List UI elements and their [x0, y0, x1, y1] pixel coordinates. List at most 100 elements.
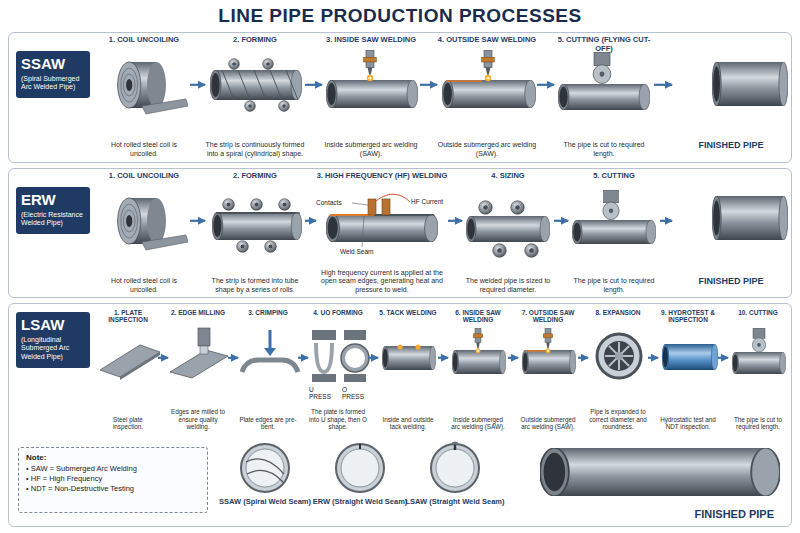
process-step: 4. UO FORMINGThe plate is formed into U …	[308, 309, 368, 431]
uo-press	[344, 374, 366, 382]
process-step: 3. HIGH FREQUENCY (HF) WELDING High frequ…	[316, 172, 448, 294]
steel-plate	[120, 352, 160, 380]
outside-saw-welding	[522, 328, 576, 374]
step-heading: 9. HYDROTEST & INSPECTION	[658, 309, 718, 324]
process-arrow	[654, 84, 672, 86]
step-heading: 6. INSIDE SAW WELDING	[448, 309, 508, 324]
roll-forming	[216, 212, 300, 213]
pipe-cutting	[572, 220, 656, 244]
hf-welding	[376, 194, 410, 202]
ssaw-cross-section	[247, 470, 283, 482]
uo-press	[312, 330, 369, 382]
process-arrow	[554, 220, 568, 222]
process-arrow	[305, 84, 322, 86]
note-line: • SAW = Submerged Arc Welding	[26, 464, 200, 474]
process-step: 7. OUTSIDE SAW WELDINGOutside submerged …	[518, 309, 578, 431]
sizing-mill	[511, 201, 525, 215]
step-description: The welded pipe is sized to required dia…	[462, 277, 554, 294]
process-step: 3. INSIDE SAW WELDINGInside submerged ar…	[322, 36, 420, 158]
step-heading: 5. CUTTING (FLYING CUT-OFF)	[554, 36, 654, 53]
band-label-box: SSAW(Spiral Submerged Arc Welded Pipe)	[16, 51, 90, 98]
step-description: Inside submerged arc welding (SAW).	[322, 141, 420, 158]
erw-cross-section	[336, 444, 384, 492]
spiral-forming	[210, 70, 302, 100]
process-arrow	[228, 357, 238, 359]
process-step: 8. EXPANSION Pipe is expanded to correct …	[588, 309, 648, 431]
process-band: LSAW(Longitudinal Submerged Arc Welded P…	[8, 303, 792, 527]
hf-welding	[330, 214, 374, 216]
process-arrow	[158, 357, 168, 359]
roll-forming	[265, 241, 277, 253]
lsaw-cross-section	[431, 444, 479, 492]
crimping	[269, 330, 272, 349]
pipe-expander	[615, 352, 623, 360]
roll-forming	[212, 199, 302, 253]
spiral-forming	[238, 70, 250, 100]
flying-cut-off	[593, 52, 611, 83]
hf-welding	[368, 199, 376, 215]
spiral-forming	[270, 70, 282, 100]
edge-milling	[198, 328, 210, 346]
tack-welding	[416, 345, 421, 350]
roll-forming	[237, 241, 249, 253]
process-step: 5. CUTTING (FLYING CUT-OFF) The pipe is c…	[554, 36, 654, 158]
step-description: Pipe is expanded to correct diameter and…	[588, 408, 648, 431]
pipe-expander	[609, 346, 629, 366]
spiral-forming	[245, 101, 256, 112]
pipe-expander	[604, 341, 634, 371]
step-description: Outside submerged arc welding (SAW).	[437, 141, 537, 158]
crimping	[242, 360, 298, 372]
erw-cross-section	[359, 444, 361, 449]
uo-press	[343, 346, 367, 370]
erw-cross-section	[341, 449, 379, 487]
hf-welding	[326, 214, 438, 242]
lsaw-cross-section	[452, 442, 458, 445]
ssaw-cross-section	[246, 449, 284, 487]
step-description: Plate edges are pre-bent.	[238, 416, 298, 431]
outside-saw-welding	[442, 80, 536, 108]
steel-coil	[118, 198, 188, 250]
callout-label: Weld Seam	[340, 248, 384, 255]
inside-saw-welding	[326, 50, 418, 108]
step-heading: 7. OUTSIDE SAW WELDING	[518, 309, 578, 324]
step-description: High frequency current is applied at the…	[316, 269, 448, 294]
step-heading: 5. CUTTING	[593, 172, 635, 181]
step-heading: 3. CRIMPING	[248, 309, 288, 316]
process-arrow	[718, 357, 728, 359]
steel-coil	[118, 62, 188, 114]
uo-press	[341, 344, 369, 358]
process-step: 2. FORMINGThe strip is continuously form…	[205, 36, 305, 158]
step-description: Inside submerged arc welding (SAW).	[448, 416, 508, 431]
spiral-forming	[254, 70, 266, 100]
tack-welding	[398, 345, 403, 350]
sizing-mill	[466, 216, 550, 242]
finished-pipe: FINISHED PIPE	[520, 440, 788, 524]
note-box: Note:• SAW = Submerged Arc Welding• HF =…	[18, 447, 208, 513]
note-line: • NDT = Non-Destructive Testing	[26, 484, 200, 494]
step-heading: 1. PLATE INSPECTION	[98, 309, 158, 324]
step-heading: 4. OUTSIDE SAW WELDING	[438, 36, 536, 45]
process-step: 6. INSIDE SAW WELDING Inside submerged ar…	[448, 309, 508, 431]
outside-saw-welding	[526, 350, 548, 352]
step-description: Steel plate inspection.	[98, 416, 158, 431]
process-arrow	[438, 357, 448, 359]
process-arrow	[298, 357, 308, 359]
step-heading: 8. EXPANSION	[595, 309, 640, 316]
inside-saw-welding	[364, 50, 377, 81]
band-label-box: LSAW(Longitudinal Submerged Arc Welded P…	[16, 312, 90, 368]
edge-milling	[170, 328, 228, 378]
step-heading: 3. HIGH FREQUENCY (HF) WELDING	[317, 172, 448, 181]
process-arrow	[448, 220, 462, 222]
hydrotest-pipe	[662, 344, 718, 370]
hf-welding	[352, 203, 368, 205]
callout-label: HF Current	[411, 198, 455, 205]
step-description: The pipe is cut to required length.	[554, 141, 654, 158]
ssaw-cross-section	[241, 444, 289, 492]
process-arrow	[305, 220, 316, 222]
spiral-forming	[210, 59, 302, 112]
process-arrow	[508, 357, 518, 359]
finished-label: FINISHED PIPE	[698, 140, 763, 150]
process-step: 1. PLATE INSPECTION Steel plate inspectio…	[98, 309, 158, 431]
step-description: The pipe is cut to required length.	[728, 416, 788, 431]
